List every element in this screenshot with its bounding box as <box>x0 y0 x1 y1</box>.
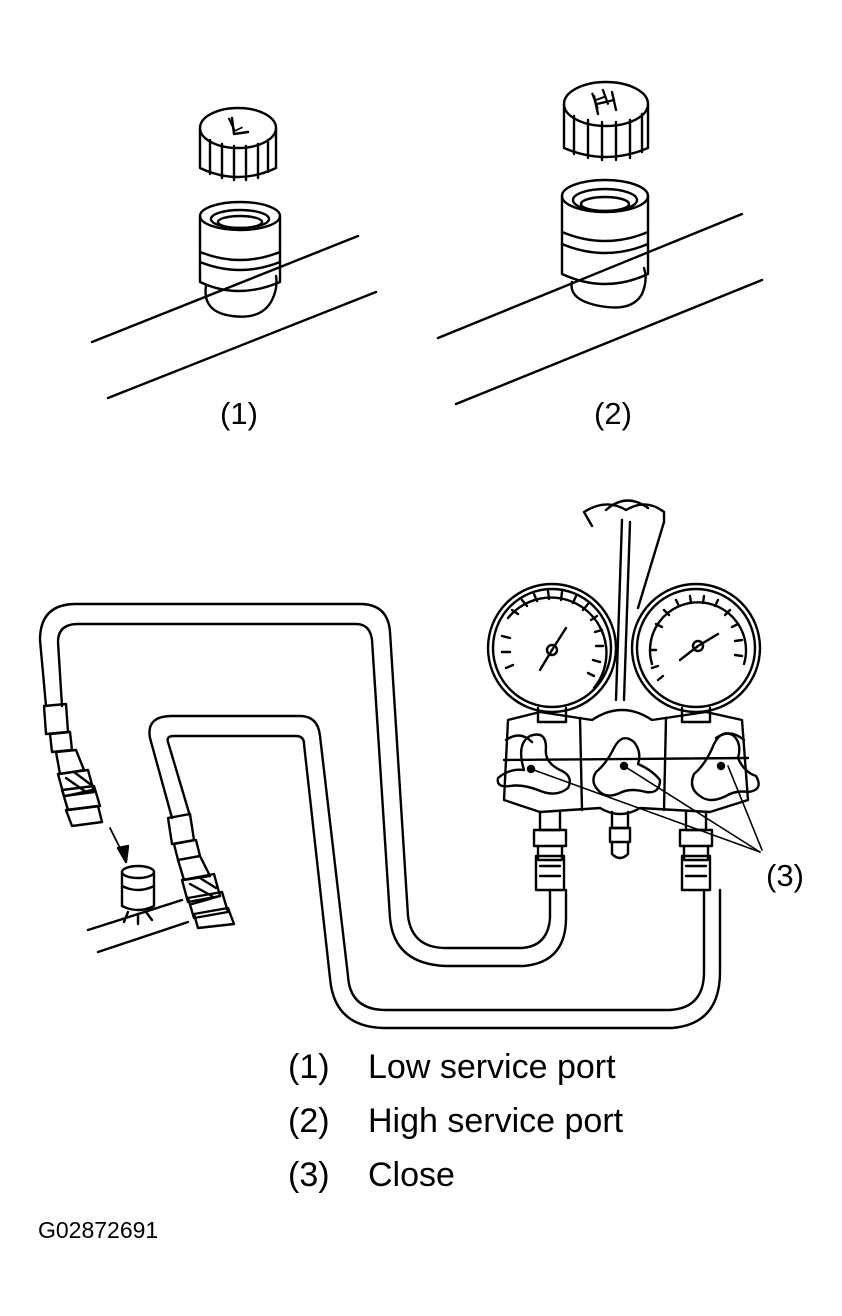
legend-text: Close <box>368 1156 455 1194</box>
legend-num: (1) <box>288 1048 330 1086</box>
high-side-coupler <box>168 814 234 928</box>
low-service-port-illustration <box>92 108 376 398</box>
manifold-gauge-set <box>488 500 762 890</box>
low-pressure-gauge-icon <box>488 584 616 722</box>
valve-handle-low <box>498 735 570 794</box>
callout-3: (3) <box>766 858 804 893</box>
high-pressure-gauge-icon <box>632 584 760 722</box>
legend-text: Low service port <box>368 1048 616 1086</box>
outer-hose <box>40 604 566 966</box>
legend-row-1: (1) Low service port <box>288 1050 616 1084</box>
low-cap-icon <box>200 108 276 180</box>
inner-hose <box>149 716 720 1028</box>
figure-id: G02872691 <box>38 1217 159 1243</box>
low-side-coupler <box>44 704 188 952</box>
legend-row-2: (2) High service port <box>288 1104 623 1138</box>
legend-row-3: (3) Close <box>288 1158 455 1192</box>
legend-num: (3) <box>288 1156 330 1194</box>
legend-num: (2) <box>288 1102 330 1140</box>
callout-2: (2) <box>594 396 632 431</box>
high-cap-icon <box>564 82 648 160</box>
valve-handle-high <box>692 733 759 800</box>
callout-1: (1) <box>220 396 258 431</box>
high-service-port-illustration <box>438 82 762 404</box>
legend-text: High service port <box>368 1102 624 1140</box>
